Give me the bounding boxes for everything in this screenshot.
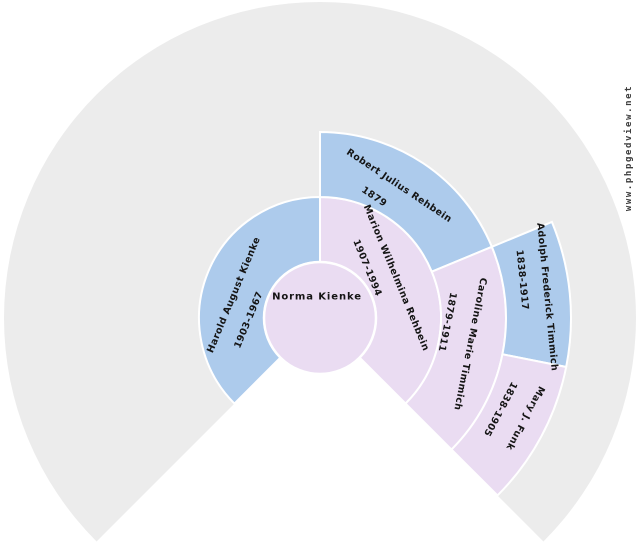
segment-maternal-great-grandfather[interactable] — [490, 220, 573, 369]
site-watermark: www.phpgedview.net — [623, 85, 634, 211]
segment-maternal-great-grandmother[interactable] — [450, 353, 568, 497]
segment-center-person[interactable] — [262, 260, 378, 376]
